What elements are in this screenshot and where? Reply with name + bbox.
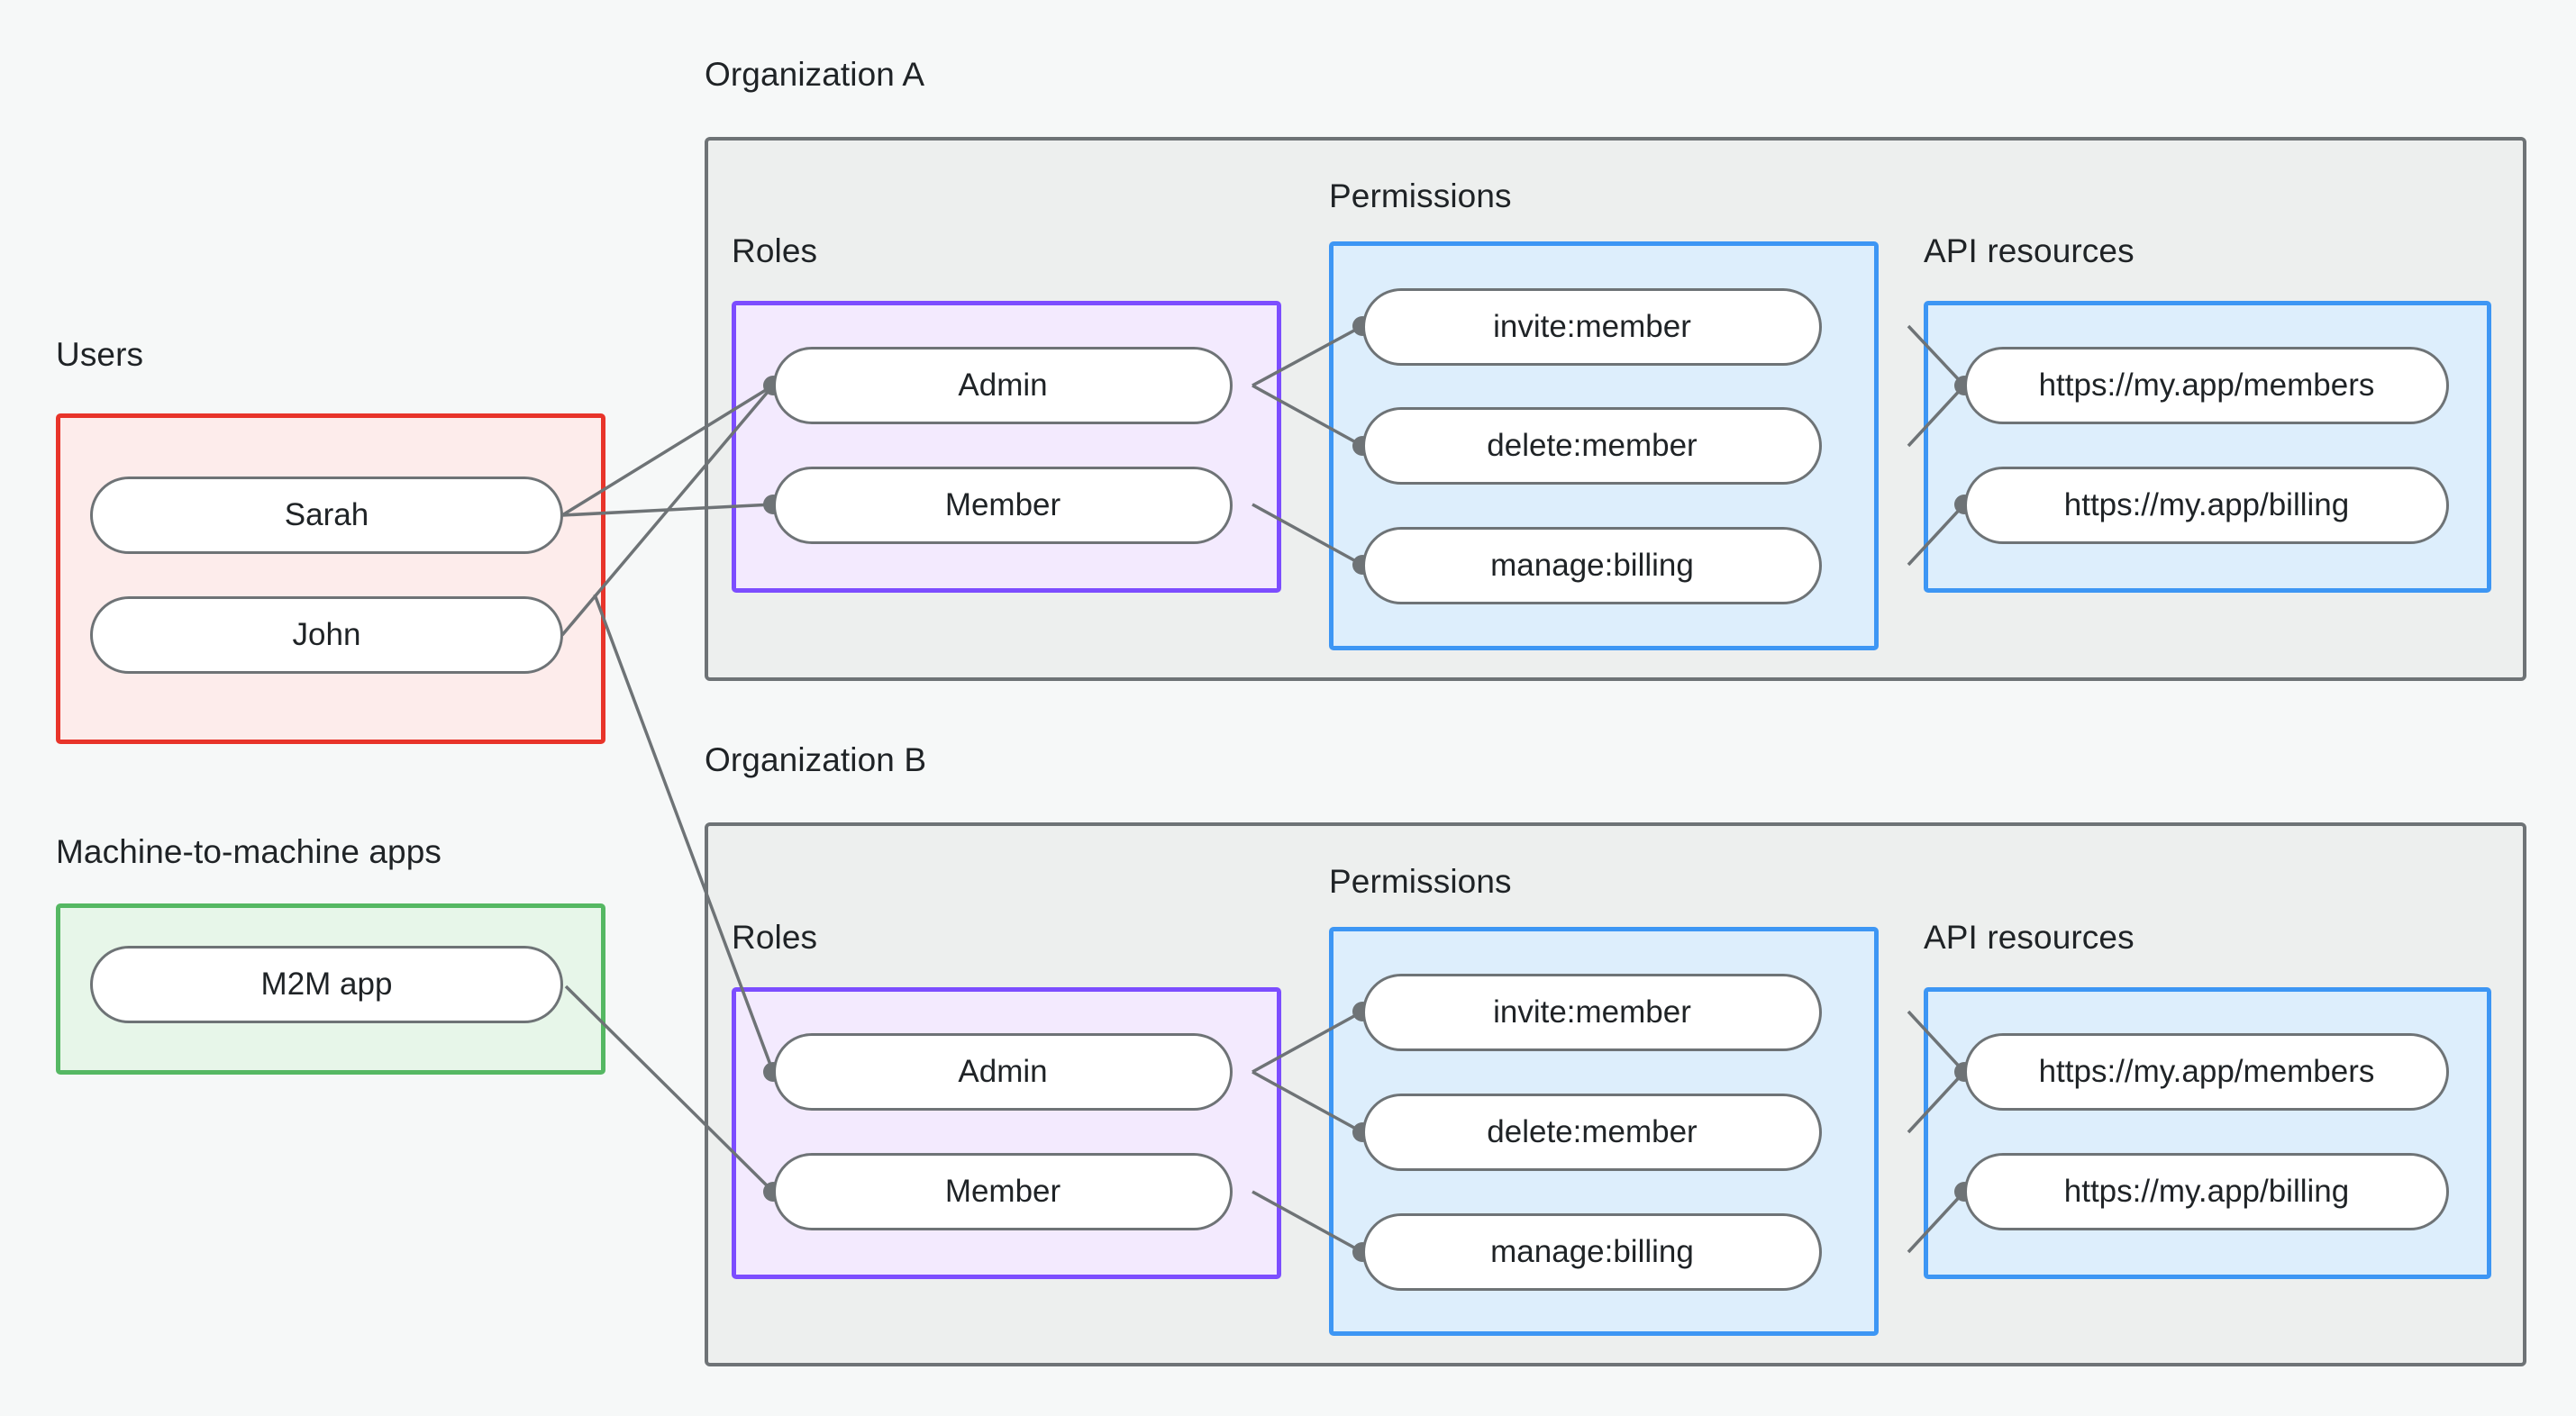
org-b-api-resource-billing-label: https://my.app/billing [2063,1174,2350,1209]
org-a-api-resource-billing[interactable]: https://my.app/billing [1964,467,2449,544]
org-b-api-resources-title: API resources [1924,919,2135,956]
org-a-role-admin[interactable]: Admin [773,347,1233,424]
org-b-api-resources-box [1924,987,2491,1279]
org-b-roles-box [732,987,1281,1279]
org-a-permissions-title: Permissions [1329,177,1512,214]
org-a-role-admin-label: Admin [958,368,1048,403]
org-a-roles-box [732,301,1281,593]
org-a-permission-invite-member-label: invite:member [1493,309,1691,344]
org-b-title: Organization B [705,741,927,778]
org-a-role-member-label: Member [944,487,1061,522]
users-box [56,413,605,744]
org-b-permission-invite-member[interactable]: invite:member [1362,974,1822,1051]
org-b-api-resource-members-label: https://my.app/members [2038,1054,2375,1089]
org-a-permission-delete-member-label: delete:member [1487,428,1698,463]
org-b-role-admin[interactable]: Admin [773,1033,1233,1111]
m2m-app[interactable]: M2M app [90,946,563,1023]
org-a-permission-invite-member[interactable]: invite:member [1362,288,1822,366]
org-a-role-member[interactable]: Member [773,467,1233,544]
org-b-permission-invite-member-label: invite:member [1493,994,1691,1030]
org-b-permission-delete-member[interactable]: delete:member [1362,1094,1822,1171]
org-b-role-admin-label: Admin [958,1054,1048,1089]
user-john[interactable]: John [90,596,563,674]
org-b-role-member[interactable]: Member [773,1153,1233,1230]
org-b-permission-delete-member-label: delete:member [1487,1114,1698,1149]
users-title: Users [56,336,144,373]
user-sarah-label: Sarah [284,497,369,532]
org-a-api-resource-billing-label: https://my.app/billing [2063,487,2350,522]
org-a-title: Organization A [705,56,925,93]
org-a-permission-delete-member[interactable]: delete:member [1362,407,1822,485]
org-b-api-resource-members[interactable]: https://my.app/members [1964,1033,2449,1111]
user-sarah[interactable]: Sarah [90,477,563,554]
org-a-api-resources-box [1924,301,2491,593]
org-a-permission-manage-billing-label: manage:billing [1490,548,1694,583]
org-b-roles-title: Roles [732,919,818,956]
org-a-roles-title: Roles [732,232,818,269]
org-b-permission-manage-billing[interactable]: manage:billing [1362,1213,1822,1291]
org-a-permission-manage-billing[interactable]: manage:billing [1362,527,1822,604]
m2m-app-label: M2M app [260,967,393,1002]
org-b-api-resource-billing[interactable]: https://my.app/billing [1964,1153,2449,1230]
org-a-api-resource-members[interactable]: https://my.app/members [1964,347,2449,424]
org-a-api-resource-members-label: https://my.app/members [2038,368,2375,403]
org-a-api-resources-title: API resources [1924,232,2135,269]
org-b-role-member-label: Member [944,1174,1061,1209]
user-john-label: John [292,617,361,652]
org-b-permissions-title: Permissions [1329,863,1512,900]
m2m-title: Machine-to-machine apps [56,833,442,870]
org-b-permission-manage-billing-label: manage:billing [1490,1234,1694,1269]
